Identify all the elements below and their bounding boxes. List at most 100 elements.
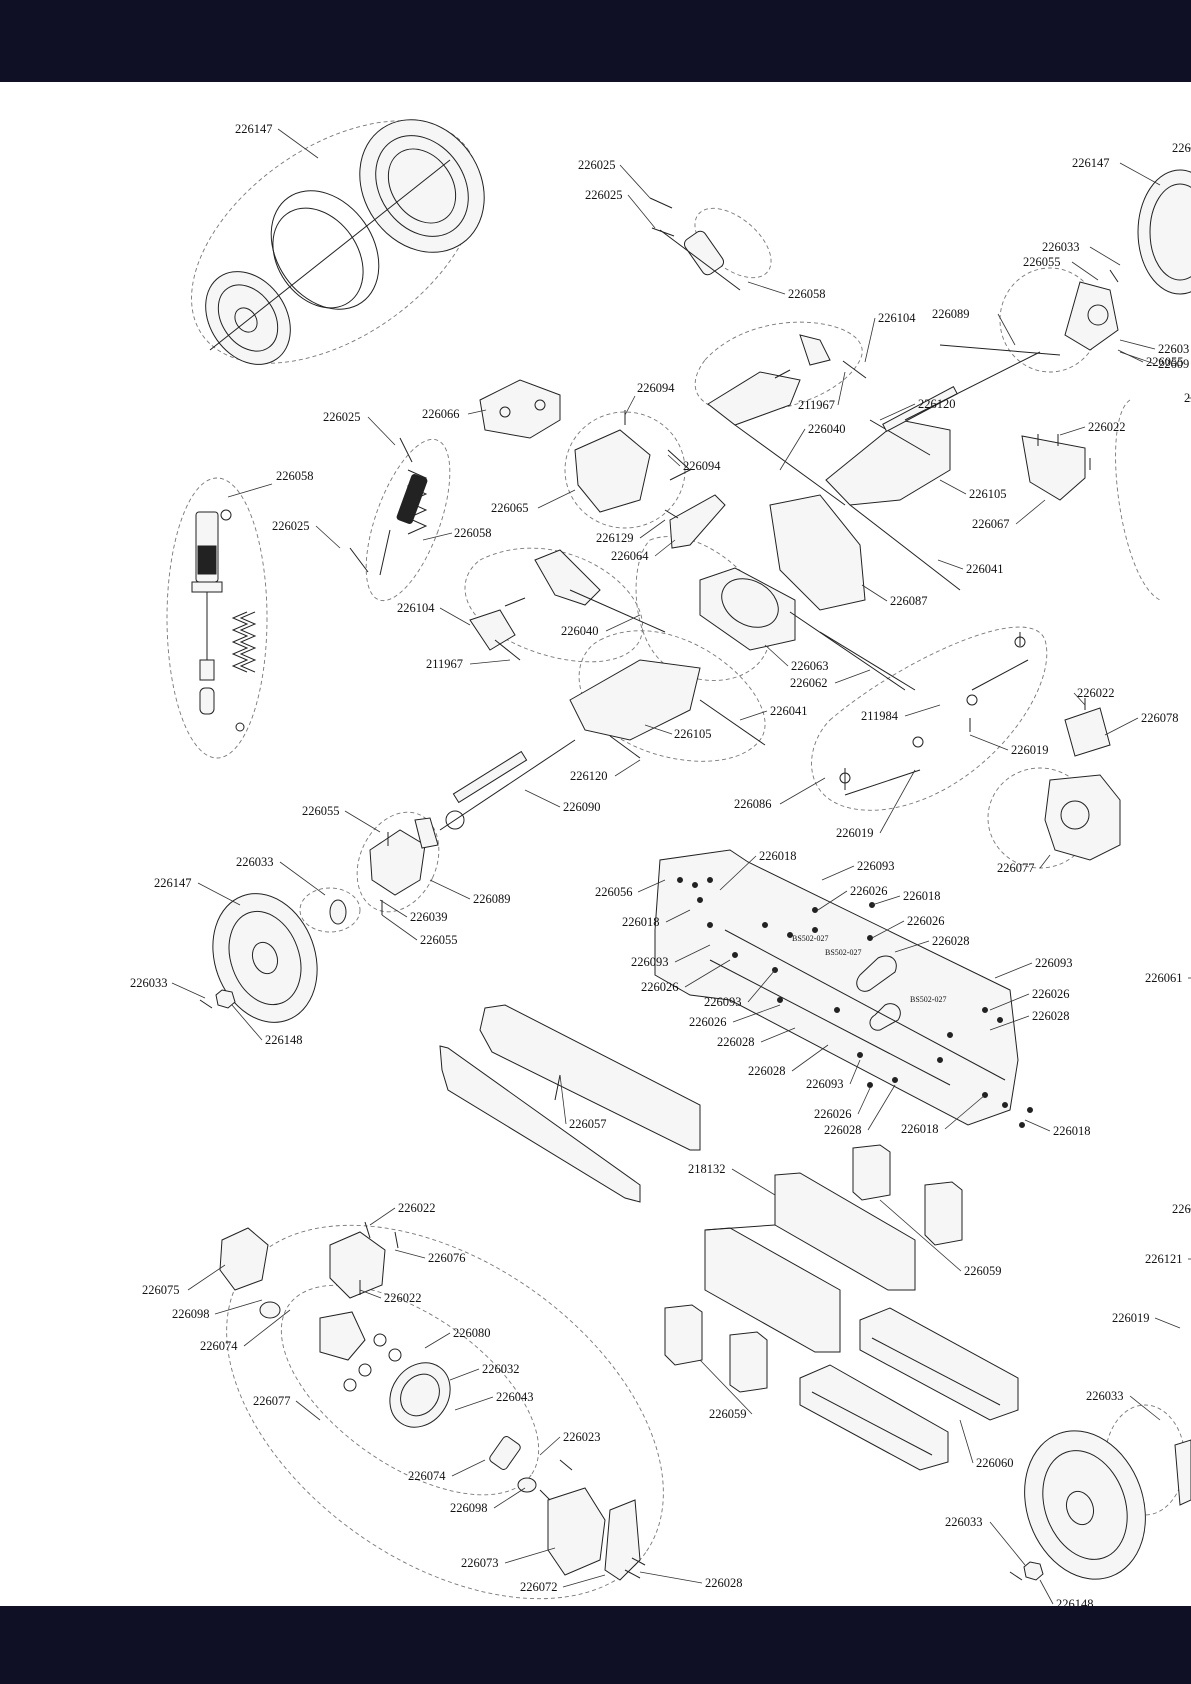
leader-line xyxy=(644,724,673,735)
rear-right-wheel xyxy=(1009,1430,1191,1581)
part-number-label: 22603 xyxy=(1158,342,1189,356)
leader-line xyxy=(871,895,901,906)
part-number-label: 211967 xyxy=(798,398,835,412)
leader-line xyxy=(1129,1395,1161,1421)
part-number-label: 226026 xyxy=(814,1107,852,1121)
front-upper-plate-226066 xyxy=(479,379,561,439)
part-number-label: 226033 xyxy=(130,976,168,990)
leader-line xyxy=(454,1396,494,1411)
rear-left-wheel xyxy=(199,893,347,1023)
side-guard-226057 xyxy=(439,1004,701,1203)
part-number-label: 226041 xyxy=(966,562,1004,576)
foam-blocks-226059 xyxy=(664,1144,963,1393)
leader-line xyxy=(1089,246,1121,266)
main-chassis-226056: BS502-027 BS502-027 BS502-027 xyxy=(654,849,1019,1126)
leader-line xyxy=(624,395,636,416)
part-number-label: 226026 xyxy=(1032,987,1070,1001)
leader-line xyxy=(747,281,786,295)
leader-line xyxy=(562,1574,606,1588)
leader-line xyxy=(627,194,656,229)
part-number-label: 226077 xyxy=(997,861,1035,875)
part-number-label: 226033 xyxy=(236,855,274,869)
part-number-label: 226129 xyxy=(596,531,634,545)
leader-line xyxy=(539,1436,561,1456)
front-brace-226064 xyxy=(664,494,726,549)
leader-line xyxy=(1119,351,1156,365)
rear-hub-left xyxy=(369,817,439,915)
svg-text:BS502-027: BS502-027 xyxy=(792,934,828,943)
leader-line xyxy=(969,734,1009,751)
leader-line xyxy=(739,710,768,721)
leader-line xyxy=(367,416,396,446)
part-number-label: 226040 xyxy=(561,624,599,638)
part-number-label: 226093 xyxy=(857,859,895,873)
leader-line xyxy=(187,1264,226,1291)
part-number-label: 226060 xyxy=(976,1456,1014,1470)
part-number-label: 22601 xyxy=(1172,141,1191,155)
part-number-label: 226026 xyxy=(850,884,888,898)
leader-line xyxy=(315,525,341,549)
front-arm-lower xyxy=(825,344,1061,591)
part-number-label: 226028 xyxy=(1032,1009,1070,1023)
leader-line xyxy=(994,962,1033,979)
leader-line xyxy=(493,1487,526,1509)
leader-line xyxy=(605,614,641,632)
part-number-label: 226086 xyxy=(734,797,772,811)
part-number-label: 226072 xyxy=(520,1580,558,1594)
leader-line xyxy=(1024,1119,1051,1132)
part-number-label: 226148 xyxy=(1056,1597,1094,1606)
part-number-label: 226073 xyxy=(461,1556,499,1570)
part-number-label: 226104 xyxy=(397,601,435,615)
part-number-label: 226055 xyxy=(1146,355,1184,369)
part-number-label: 226147 xyxy=(1072,156,1110,170)
leader-line xyxy=(879,1199,962,1272)
part-number-label: 226089 xyxy=(473,892,511,906)
leader-line xyxy=(837,371,846,406)
part-number-label: 211984 xyxy=(861,709,899,723)
part-number-label: 226059 xyxy=(964,1264,1002,1278)
part-number-label: 226022 xyxy=(398,1201,436,1215)
leader-line xyxy=(359,1289,382,1299)
part-number-label: 226094 xyxy=(637,381,675,395)
part-number-label: 226055 xyxy=(420,933,458,947)
part-number-label: 226025 xyxy=(578,158,616,172)
shock-left-exploded xyxy=(191,509,257,732)
part-number-label: 226147 xyxy=(154,876,192,890)
part-number-label: 226028 xyxy=(824,1123,862,1137)
part-number-label: 226033 xyxy=(945,1515,983,1529)
part-number-label: 226026 xyxy=(689,1015,727,1029)
leader-line xyxy=(619,164,651,199)
leader-line xyxy=(1154,1317,1181,1329)
leader-line xyxy=(871,920,905,939)
leader-line xyxy=(1039,854,1051,869)
part-number-label: 226018 xyxy=(903,889,941,903)
leader-line xyxy=(997,313,1016,346)
part-number-labels: 2261472260252260252260582261472260332260… xyxy=(130,122,1191,1606)
part-number-label: 22609 xyxy=(1158,357,1189,371)
part-number-label: 226056 xyxy=(595,885,633,899)
steering-linkage xyxy=(819,631,1029,796)
part-number-label: 226064 xyxy=(611,549,649,563)
leader-line xyxy=(861,584,888,602)
part-number-label: 226026 xyxy=(907,914,945,928)
front-body-mount-226065 xyxy=(574,410,691,513)
leader-line xyxy=(243,1309,291,1347)
leader-line xyxy=(559,1074,567,1125)
part-number-label: 226055 xyxy=(1023,255,1061,269)
front-hub-right xyxy=(1064,269,1119,351)
leader-line xyxy=(791,1044,829,1072)
part-number-label: 226 xyxy=(1184,391,1191,405)
part-number-label: 226022 xyxy=(1077,686,1115,700)
part-number-label: 226074 xyxy=(200,1339,238,1353)
part-number-label: 226018 xyxy=(901,1122,939,1136)
part-number-label: 226067 xyxy=(972,517,1010,531)
leader-line xyxy=(665,909,691,923)
leader-line xyxy=(667,454,681,467)
leader-line xyxy=(674,944,711,963)
leader-line xyxy=(524,789,561,808)
leader-line xyxy=(821,865,855,881)
front-bulkhead xyxy=(699,494,906,691)
chassis-screws xyxy=(677,877,1033,1128)
front-right-wheel xyxy=(1137,169,1191,295)
part-number-label: 226094 xyxy=(683,459,721,473)
